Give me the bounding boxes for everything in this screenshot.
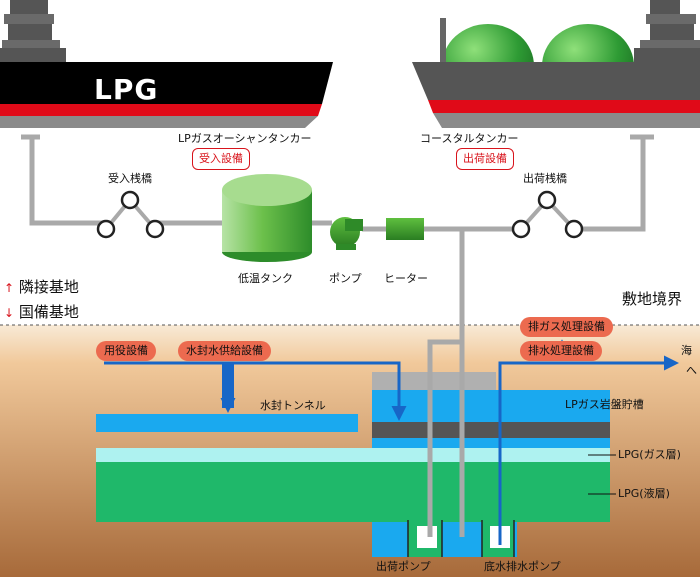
to-sea-label-1: 海 (681, 344, 692, 357)
ocean-tanker-caption: LPガスオーシャンタンカー (178, 132, 312, 145)
up-arrow-icon: ↑ (4, 281, 15, 295)
bottom-drain-pump-label: 底水排水ポンプ (484, 560, 561, 573)
drain-water-pill: 排水処理設備 (520, 341, 602, 361)
cavern-water-lower (372, 438, 610, 448)
pump-symbol (330, 217, 363, 250)
rock-storage-label: LPガス岩盤貯槽 (565, 398, 644, 411)
neighbor-base-text: 隣接基地 (18, 278, 79, 296)
coastal-tanker (412, 0, 700, 128)
to-sea-label-2: へ (686, 364, 697, 377)
shipping-jetty-label: 出荷桟橋 (523, 172, 567, 185)
cavern-band (372, 422, 610, 438)
layer-leaders (588, 454, 616, 495)
coastal-tanker-caption: コースタルタンカー (420, 132, 519, 145)
cavern-water-seal (372, 390, 610, 422)
utility-facility-pill: 用役設備 (96, 341, 156, 361)
shipping-jetty-symbol (511, 190, 584, 239)
lpg-liquid-layer-label: LPG(液層) (618, 487, 670, 500)
water-seal-tunnel-label: 水封トンネル (260, 399, 326, 412)
water-seal-supply-drop (222, 363, 234, 408)
shaft-piping (427, 342, 465, 537)
neighbor-base-label: ↑ 隣接基地 (4, 280, 79, 295)
cavern-top-cap (372, 372, 496, 390)
water-seal-supply-pill: 水封水供給設備 (178, 341, 271, 361)
site-boundary-label: 敷地境界 (622, 290, 683, 308)
shipping-pump-label: 出荷ポンプ (376, 560, 431, 573)
exhaust-gas-pill: 排ガス処理設備 (520, 317, 613, 337)
lpg-gas-layer-label: LPG(ガス層) (618, 448, 681, 461)
national-base-text: 国備基地 (18, 303, 79, 321)
receiving-jetty-symbol (96, 190, 165, 239)
heater-box (386, 218, 424, 240)
water-seal-tunnel-bar (96, 414, 358, 432)
shipping-pump-box (417, 526, 437, 548)
receiving-jetty-label: 受入桟橋 (108, 172, 152, 185)
receiving-facility-tag: 受入設備 (192, 148, 250, 170)
low-temp-tank (222, 174, 312, 262)
ship-brand-lpg: LPG (94, 73, 159, 106)
ocean-tanker (0, 0, 333, 128)
national-base-label: ↓ 国備基地 (4, 305, 79, 320)
pump-label: ポンプ (329, 272, 362, 285)
low-temp-tank-label: 低温タンク (238, 272, 293, 285)
heater-label: ヒーター (384, 272, 428, 285)
lpg-liquid-layer (96, 462, 610, 522)
shipping-facility-tag: 出荷設備 (456, 148, 514, 170)
lpg-gas-layer (96, 448, 610, 462)
down-arrow-icon: ↓ (4, 306, 15, 320)
